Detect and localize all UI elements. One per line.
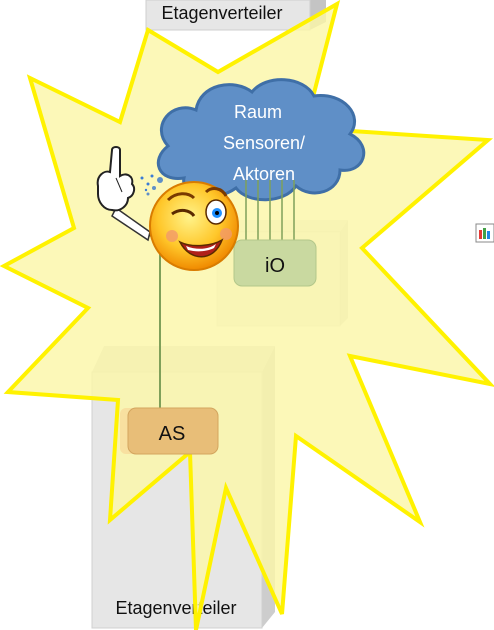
colored-cube-icon xyxy=(476,224,494,242)
io-module: iO xyxy=(234,240,316,286)
cloud-label-line2: Sensoren/ xyxy=(223,133,305,153)
bottom-cabinet-label: Etagenverteiler xyxy=(115,598,236,618)
cloud-label-line3: Aktoren xyxy=(233,164,295,184)
io-module-label: iO xyxy=(265,255,285,277)
cloud-label-line1: Raum xyxy=(234,102,282,122)
as-module-label: AS xyxy=(159,423,186,445)
as-module: AS xyxy=(128,408,218,454)
top-cabinet-label: Etagenverteiler xyxy=(161,3,282,23)
